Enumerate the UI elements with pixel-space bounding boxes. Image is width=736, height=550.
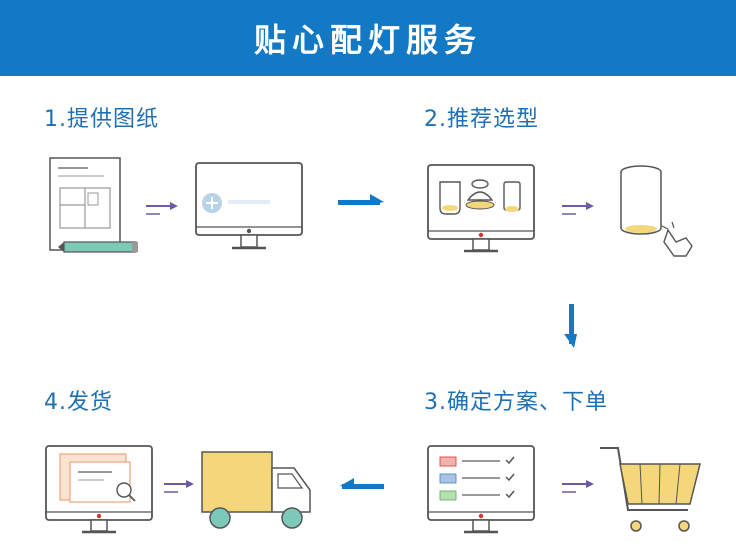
shopping-cart-icon	[600, 447, 701, 532]
checklist-icon	[439, 456, 515, 501]
step-4-label: 4.发货	[44, 390, 113, 415]
cylinder-lamp-icon	[620, 165, 662, 235]
truck-icon	[201, 451, 311, 529]
arrow-icon	[146, 202, 178, 215]
pencil-icon	[58, 241, 138, 253]
document-search-icon	[59, 453, 136, 503]
arrow-icon	[340, 478, 384, 489]
arrow-icon	[564, 304, 577, 348]
hand-pointer-icon	[661, 221, 693, 257]
monitor-icon	[195, 162, 303, 250]
step-1-label: 1.提供图纸	[44, 107, 159, 132]
arrow-icon	[562, 480, 594, 493]
arrow-icon	[562, 202, 594, 215]
page-header: 贴心配灯服务	[0, 0, 736, 76]
blueprint-icon	[49, 157, 121, 251]
step-2-label: 2.推荐选型	[424, 107, 539, 132]
downlight-icon	[439, 179, 521, 215]
arrow-icon	[338, 194, 384, 205]
arrow-icon	[164, 480, 194, 493]
step-3-label: 3.确定方案、下单	[424, 390, 608, 415]
page-title: 贴心配灯服务	[253, 21, 482, 59]
